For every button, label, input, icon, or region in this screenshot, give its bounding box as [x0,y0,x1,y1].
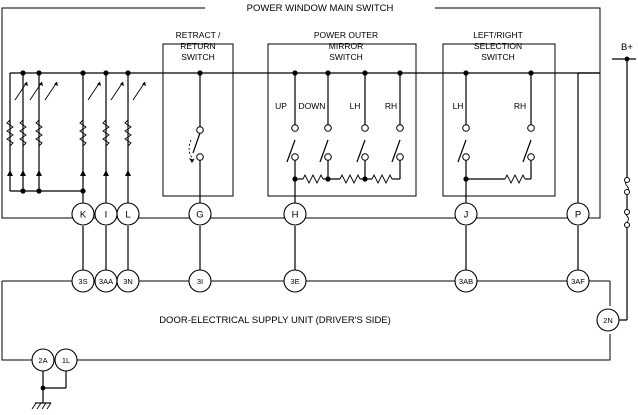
terminal-label-j: J [464,210,469,221]
mirror-switch-title-2: MIRROR [329,41,363,51]
mirror-label-rh: RH [385,101,397,111]
ground-icon [31,371,67,410]
supply-pin-label-1l: 1L [62,356,70,365]
supply-pin-label-3af: 3AF [571,277,585,286]
main-switch-title: POWER WINDOW MAIN SWITCH [247,3,394,14]
mirror-switch-contacts [286,73,404,207]
main-switch-terminal-h: H [283,202,307,226]
right-resistor-network [79,73,146,207]
supply-pin-label-3s: 3S [78,277,87,286]
main-switch-terminal-l: L [116,202,140,226]
terminal-label-h: H [292,210,299,221]
supply-pin-3aa: 3AA [94,269,118,293]
selection-switch-title-3: SWITCH [481,52,515,62]
retract-switch-title-1: RETRACT / [176,30,221,40]
supply-pin-label-2n: 2N [603,316,613,325]
selection-switch-title-2: SELECTION [474,41,522,51]
battery-label: B+ [621,42,633,53]
retract-switch-contact [188,73,204,207]
fusible-link-icon [624,177,630,228]
main-switch-terminal-j: J [454,202,478,226]
supply-pin-label-3n: 3N [123,277,133,286]
selection-switch-title-1: LEFT/RIGHT [473,30,523,40]
mirror-switch-title-3: SWITCH [329,52,363,62]
left-resistor-network [6,73,58,191]
terminal-label-g: G [196,210,203,221]
supply-pin-3e: 3E [283,269,307,293]
supply-pin-3i: 3I [188,269,212,293]
main-switch-terminal-p: P [566,202,590,226]
harness-wires [82,226,579,275]
selection-label-rh: RH [514,101,526,111]
supply-pin-3ab: 3AB [454,269,478,293]
supply-pin-label-3ab: 3AB [459,277,473,286]
supply-pin-3n: 3N [116,269,140,293]
selection-label-lh: LH [453,101,464,111]
mirror-switch-box [267,43,417,197]
mirror-label-down: DOWN [299,101,326,111]
mirror-label-up: UP [275,101,287,111]
terminal-label-i: I [105,210,108,221]
supply-pin-label-3i: 3I [197,277,203,286]
terminal-label-p: P [575,210,581,221]
main-switch-terminal-g: G [188,202,212,226]
supply-pin-1l: 1L [54,348,78,372]
retract-switch-title-3: SWITCH [181,52,215,62]
mirror-label-lh: LH [350,101,361,111]
retract-switch-title-2: RETURN [180,41,215,51]
main-switch-terminal-i: I [94,202,118,226]
selection-switch-contacts [457,73,535,207]
supply-pin-label-2a: 2A [38,356,47,365]
terminal-label-k: K [80,210,87,221]
supply-pin-3s: 3S [71,269,95,293]
supply-pin-label-3aa: 3AA [99,277,113,286]
main-switch-terminal-k: K [71,202,95,226]
terminal-label-l: L [125,210,130,221]
supply-pin-2n: 2N [596,308,620,332]
supply-pin-label-3e: 3E [290,277,299,286]
supply-pin-3af: 3AF [566,269,590,293]
supply-unit-title: DOOR-ELECTRICAL SUPPLY UNIT (DRIVER'S SI… [159,315,391,326]
retract-switch-box [162,43,234,197]
supply-pin-2a: 2A [31,348,55,372]
selection-switch-box [442,43,556,197]
mirror-switch-title-1: POWER OUTER [314,30,378,40]
